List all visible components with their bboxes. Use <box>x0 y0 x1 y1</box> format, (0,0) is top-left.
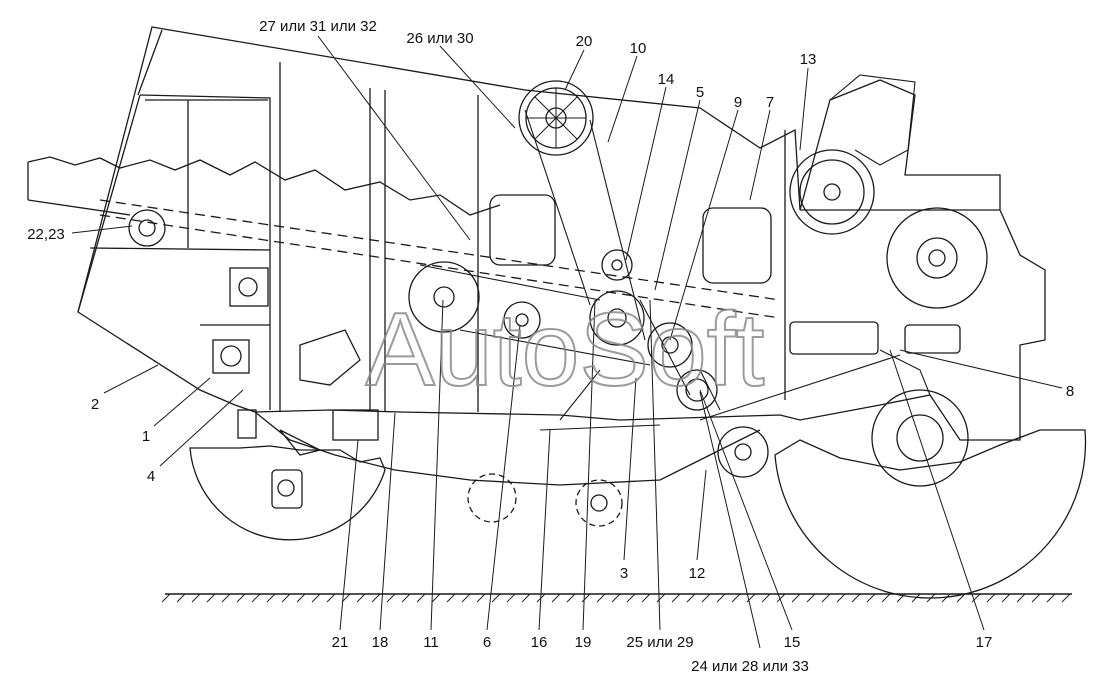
leader-c5 <box>654 99 701 291</box>
leader-c12 <box>696 469 707 561</box>
callout-c15: 15 <box>784 634 801 651</box>
leader-c26 <box>439 45 516 129</box>
leader-c17 <box>889 349 985 631</box>
leader-c242833 <box>699 391 761 649</box>
drive-pulleys <box>128 74 988 456</box>
leader-lines <box>71 35 1063 649</box>
callout-c9: 9 <box>734 94 742 111</box>
callout-c5: 5 <box>696 84 704 101</box>
leader-c18 <box>379 412 396 631</box>
callout-c3: 3 <box>620 565 628 582</box>
callout-c242833: 24 или 28 или 33 <box>691 658 809 675</box>
leader-c11 <box>430 299 444 631</box>
callout-c7: 7 <box>766 94 774 111</box>
leader-c15 <box>699 389 793 631</box>
leader-c13 <box>799 67 809 151</box>
leader-c10 <box>607 55 638 143</box>
leader-c9 <box>669 109 739 341</box>
callout-c6: 6 <box>483 634 491 651</box>
callout-c11: 11 <box>423 634 439 651</box>
callout-c27: 27 или 31 или 32 <box>259 18 377 35</box>
callout-c13: 13 <box>800 51 817 68</box>
wheels <box>189 389 1087 599</box>
callout-c21: 21 <box>332 634 349 651</box>
watermark: AutoSoft <box>366 292 765 408</box>
callout-c20: 20 <box>576 33 593 50</box>
callout-c2: 2 <box>91 396 99 413</box>
callout-c8: 8 <box>1066 383 1074 400</box>
leader-c7 <box>749 109 771 201</box>
leader-c21 <box>339 439 359 631</box>
leader-c2529 <box>649 299 661 631</box>
baler-body <box>27 26 1046 486</box>
callout-c26: 26 или 30 <box>406 30 473 47</box>
leader-c4 <box>159 389 244 467</box>
ground-line <box>161 593 1072 603</box>
leader-c6 <box>486 324 521 631</box>
leader-c3 <box>623 377 637 561</box>
callout-c1: 1 <box>142 428 150 445</box>
callout-c2529: 25 или 29 <box>626 634 693 651</box>
leader-c1 <box>153 377 211 427</box>
leader-c20 <box>564 49 585 91</box>
callout-c10: 10 <box>630 40 647 57</box>
callout-c4: 4 <box>147 468 155 485</box>
leader-c2 <box>103 364 159 394</box>
leader-c14 <box>625 86 667 261</box>
callout-c17: 17 <box>976 634 993 651</box>
leader-c16 <box>538 429 551 631</box>
callouts: 27 или 31 или 32 26 или 30 20 10 14 5 9 … <box>27 18 1074 675</box>
callout-c16: 16 <box>531 634 548 651</box>
callout-c2223: 22,23 <box>27 226 65 243</box>
callout-c12: 12 <box>689 565 706 582</box>
leader-c8 <box>899 349 1063 389</box>
callout-c19: 19 <box>575 634 592 651</box>
callout-c18: 18 <box>372 634 389 651</box>
callout-c14: 14 <box>658 71 675 88</box>
leader-c27 <box>317 35 471 241</box>
leader-c2223 <box>71 225 133 234</box>
leader-c19 <box>582 299 596 631</box>
